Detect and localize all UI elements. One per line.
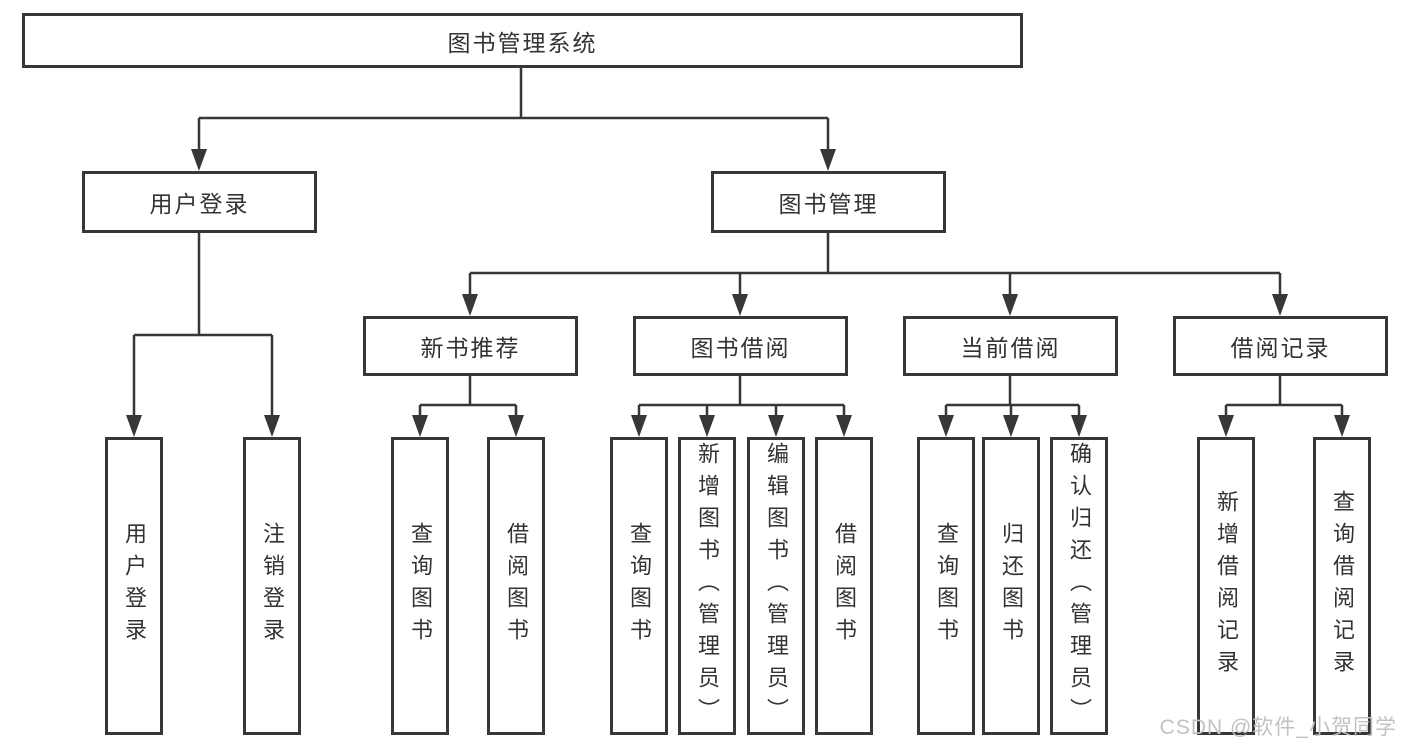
node-new-book-recommendation: 新书推荐 bbox=[363, 316, 578, 376]
leaf-return-books: 归还图书 bbox=[982, 437, 1040, 735]
csdn-watermark: CSDN @软件_小贺同学 bbox=[1159, 716, 1397, 739]
leaf-add-borrow-record-label: 新增借阅记录 bbox=[1214, 490, 1239, 682]
node-current-borrowing: 当前借阅 bbox=[903, 316, 1118, 376]
leaf-query-books-borrow-label: 查询图书 bbox=[627, 522, 652, 650]
leaf-confirm-return-admin: 确认归还（管理员） bbox=[1050, 437, 1108, 735]
leaf-query-borrow-record: 查询借阅记录 bbox=[1313, 437, 1371, 735]
leaf-add-books-admin: 新增图书（管理员） bbox=[678, 437, 736, 735]
leaf-user-login-label: 用户登录 bbox=[122, 522, 147, 650]
leaf-query-books-current-label: 查询图书 bbox=[934, 522, 959, 650]
leaf-edit-books-admin-label: 编辑图书（管理员） bbox=[764, 442, 789, 730]
leaf-return-books-label: 归还图书 bbox=[999, 522, 1024, 650]
leaf-borrow-books-recommend-label: 借阅图书 bbox=[504, 522, 529, 650]
leaf-query-books-recommend-label: 查询图书 bbox=[408, 522, 433, 650]
node-user-login: 用户登录 bbox=[82, 171, 317, 233]
leaf-borrow-books: 借阅图书 bbox=[815, 437, 873, 735]
leaf-query-borrow-record-label: 查询借阅记录 bbox=[1330, 490, 1355, 682]
leaf-confirm-return-admin-label: 确认归还（管理员） bbox=[1067, 442, 1092, 730]
leaf-query-books-recommend: 查询图书 bbox=[391, 437, 449, 735]
leaf-edit-books-admin: 编辑图书（管理员） bbox=[747, 437, 805, 735]
node-borrowing-records: 借阅记录 bbox=[1173, 316, 1388, 376]
leaf-add-books-admin-label: 新增图书（管理员） bbox=[695, 442, 720, 730]
leaf-borrow-books-label: 借阅图书 bbox=[832, 522, 857, 650]
node-book-borrowing: 图书借阅 bbox=[633, 316, 848, 376]
leaf-query-books-borrow: 查询图书 bbox=[610, 437, 668, 735]
leaf-logout-label: 注销登录 bbox=[260, 522, 285, 650]
leaf-user-login: 用户登录 bbox=[105, 437, 163, 735]
leaf-query-books-current: 查询图书 bbox=[917, 437, 975, 735]
leaf-borrow-books-recommend: 借阅图书 bbox=[487, 437, 545, 735]
leaf-logout: 注销登录 bbox=[243, 437, 301, 735]
node-book-management: 图书管理 bbox=[711, 171, 946, 233]
node-library-management-system: 图书管理系统 bbox=[22, 13, 1023, 68]
leaf-add-borrow-record: 新增借阅记录 bbox=[1197, 437, 1255, 735]
